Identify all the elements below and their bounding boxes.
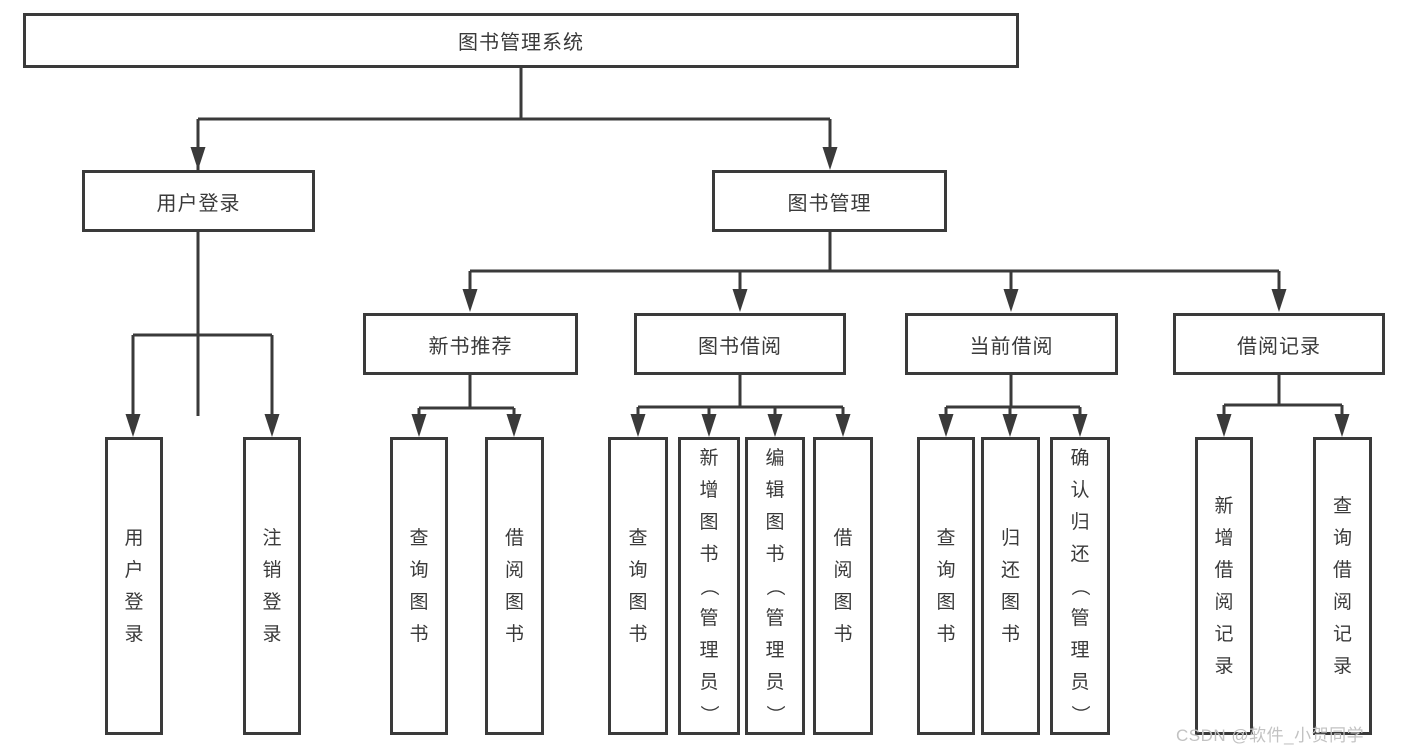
node-borrow-record: 借阅记录	[1173, 313, 1385, 375]
leaf-borrow-borrow: 借阅图书	[813, 437, 873, 735]
leaf-newbook-query-label: 查询图书	[409, 527, 429, 645]
leaf-borrow-edit-admin-label: 编辑图书（管理员）	[764, 447, 786, 724]
node-new-book-recommend-label: 新书推荐	[428, 335, 513, 358]
leaf-current-query-label: 查询图书	[936, 527, 956, 645]
node-user-login-label: 用户登录	[156, 192, 241, 215]
node-current-borrow-label: 当前借阅	[969, 335, 1054, 358]
leaf-borrow-query-label: 查询图书	[628, 527, 648, 645]
leaf-current-query: 查询图书	[917, 437, 975, 735]
leaf-newbook-borrow-label: 借阅图书	[504, 527, 524, 645]
leaf-newbook-query: 查询图书	[390, 437, 448, 735]
leaf-borrow-query: 查询图书	[608, 437, 668, 735]
node-root: 图书管理系统	[23, 13, 1019, 68]
arrowheads	[125, 147, 1350, 437]
leaf-user-login: 用户登录	[105, 437, 163, 735]
node-user-login: 用户登录	[82, 170, 315, 232]
node-book-borrow: 图书借阅	[634, 313, 846, 375]
leaf-current-confirm-admin-label: 确认归还（管理员）	[1069, 447, 1091, 724]
leaf-user-login-label: 用户登录	[124, 527, 144, 645]
node-root-label: 图书管理系统	[458, 32, 584, 54]
node-book-management: 图书管理	[712, 170, 947, 232]
node-borrow-record-label: 借阅记录	[1237, 335, 1321, 358]
leaf-borrow-add-admin-label: 新增图书（管理员）	[698, 447, 720, 724]
leaf-record-query: 查询借阅记录	[1313, 437, 1372, 735]
leaf-current-return-label: 归还图书	[1000, 527, 1020, 645]
leaf-current-return: 归还图书	[981, 437, 1040, 735]
leaf-logout-label: 注销登录	[262, 527, 282, 645]
leaf-borrow-add-admin: 新增图书（管理员）	[678, 437, 740, 735]
leaf-current-confirm-admin: 确认归还（管理员）	[1050, 437, 1110, 735]
leaf-record-add-label: 新增借阅记录	[1214, 495, 1234, 677]
node-book-borrow-label: 图书借阅	[698, 335, 782, 358]
leaf-record-add: 新增借阅记录	[1195, 437, 1253, 735]
leaf-borrow-borrow-label: 借阅图书	[833, 527, 853, 645]
csdn-watermark: CSDN @软件_小贺同学	[1176, 726, 1365, 745]
node-new-book-recommend: 新书推荐	[363, 313, 578, 375]
leaf-logout: 注销登录	[243, 437, 301, 735]
leaf-borrow-edit-admin: 编辑图书（管理员）	[745, 437, 805, 735]
node-book-management-label: 图书管理	[787, 192, 872, 215]
node-current-borrow: 当前借阅	[905, 313, 1118, 375]
leaf-newbook-borrow: 借阅图书	[485, 437, 544, 735]
leaf-record-query-label: 查询借阅记录	[1332, 495, 1352, 677]
connector-segments	[131, 68, 1344, 417]
